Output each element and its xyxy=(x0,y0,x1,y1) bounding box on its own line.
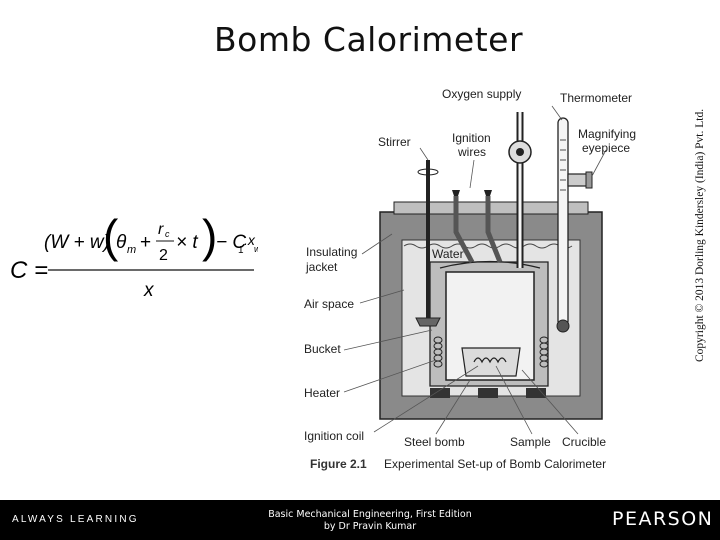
leader-lines xyxy=(343,105,607,435)
bomb-top xyxy=(439,260,541,269)
formula-wplusw: (W + w) xyxy=(44,232,110,253)
formula-c1: − C xyxy=(216,232,246,253)
stirrer-rotation xyxy=(417,168,439,176)
label-steel-bomb: Steel bomb xyxy=(404,435,465,449)
label-sample: Sample xyxy=(510,435,551,449)
formula-rc: r xyxy=(158,221,164,238)
label-ignition-coil: Ignition coil xyxy=(304,429,364,443)
heater-left xyxy=(433,336,443,368)
formula-xw: .x xyxy=(244,232,256,248)
formula-theta: θ xyxy=(116,232,127,253)
label-insulating-2: jacket xyxy=(305,260,338,274)
formula-two: 2 xyxy=(159,247,168,264)
label-water: Water xyxy=(432,247,464,261)
footer-book-title: Basic Mechanical Engineering, First Edit… xyxy=(268,509,472,520)
crucible xyxy=(461,347,521,377)
calorimeter-formula: C = (W + w) ( θ m + r c 2 × t ) − C 1 .x… xyxy=(10,212,258,301)
formula-times-t: × t xyxy=(176,232,198,253)
support-foot-middle xyxy=(478,388,498,398)
ignition-wire-left xyxy=(453,196,475,264)
label-stirrer: Stirrer xyxy=(378,135,411,149)
slide-title: Bomb Calorimeter xyxy=(214,20,524,59)
label-ignition-wires-1: Ignition xyxy=(452,131,491,145)
formula-theta-sub: m xyxy=(127,244,136,256)
ignition-wire-right xyxy=(485,196,503,263)
label-thermometer: Thermometer xyxy=(560,91,632,105)
wire-terminal-right xyxy=(484,190,492,196)
eyepiece-lens xyxy=(585,171,593,189)
label-magnifying-2: eyepiece xyxy=(582,141,630,155)
footer-tagline: ALWAYS LEARNING xyxy=(12,514,139,525)
label-air-space: Air space xyxy=(304,297,354,311)
label-magnifying-1: Magnifying xyxy=(578,127,636,141)
formula-lhs: C = xyxy=(10,257,48,284)
label-heater: Heater xyxy=(304,386,340,400)
formula-plus: + xyxy=(140,232,151,253)
formula-c1-sub: 1 xyxy=(238,245,244,256)
label-bucket: Bucket xyxy=(304,342,341,356)
thermometer xyxy=(557,117,569,327)
oxygen-valve-center xyxy=(516,148,524,156)
label-ignition-wires-2: wires xyxy=(457,145,486,159)
footer-book-info: Basic Mechanical Engineering, First Edit… xyxy=(230,509,510,533)
formula-denominator: x xyxy=(143,280,155,301)
caption-text: Experimental Set-up of Bomb Calorimeter xyxy=(384,457,606,471)
label-oxygen-supply: Oxygen supply xyxy=(442,87,521,101)
water-surface xyxy=(403,243,573,249)
caption-number: Figure 2.1 xyxy=(310,457,367,471)
copyright-notice: Copyright © 2013 Dorling Kindersley (Ind… xyxy=(694,108,706,362)
support-foot-left xyxy=(430,388,450,398)
footer-author: by Dr Pravin Kumar xyxy=(323,521,417,532)
heater-right xyxy=(539,336,549,368)
calorimeter-lid xyxy=(393,201,589,215)
formula-big-paren-open: ( xyxy=(103,212,119,262)
thermometer-scale xyxy=(560,139,566,191)
formula-xw-sub: w xyxy=(254,244,258,254)
label-crucible: Crucible xyxy=(562,435,606,449)
bomb-calorimeter-diagram: Oxygen supply Thermometer Stirrer Igniti… xyxy=(304,87,636,471)
pearson-logo: PEARSON xyxy=(612,508,714,530)
footer-bar: ALWAYS LEARNING Basic Mechanical Enginee… xyxy=(0,500,720,540)
stirrer-blade xyxy=(415,317,441,327)
thermometer-bulb xyxy=(556,319,570,333)
support-foot-right xyxy=(526,388,546,398)
label-insulating-1: Insulating xyxy=(306,245,357,259)
formula-rc-sub: c xyxy=(165,229,170,239)
formula-big-paren-close: ) xyxy=(202,212,217,262)
wire-terminal-left xyxy=(452,190,460,196)
ignition-coil xyxy=(473,357,507,364)
